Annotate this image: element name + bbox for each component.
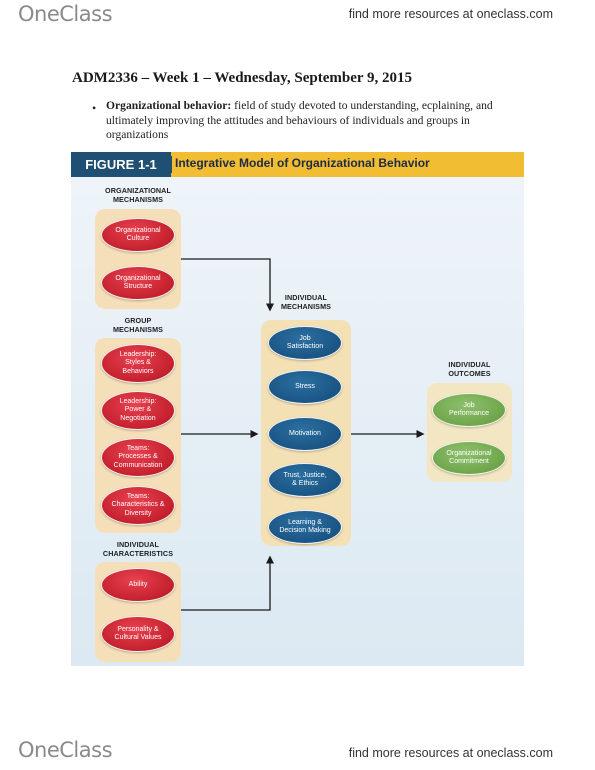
oval-job-performance: Job Performance — [432, 393, 506, 427]
oneclass-logo-footer: OneClass — [18, 738, 113, 762]
figure-tag: FIGURE 1-1 — [71, 152, 171, 177]
label-individual-mechanisms: INDIVIDUAL MECHANISMS — [280, 293, 332, 311]
arrow-characteristics-to-mechanisms — [181, 555, 274, 611]
oval-motivation: Motivation — [268, 417, 342, 451]
figure-header: FIGURE 1-1 Integrative Model of Organiza… — [71, 152, 524, 177]
oval-job-satisfaction: Job Satisfaction — [268, 326, 342, 360]
figure-integrative-model: FIGURE 1-1 Integrative Model of Organiza… — [71, 152, 524, 666]
bullet-marker: • — [92, 101, 97, 115]
oneclass-logo: OneClass — [18, 2, 113, 26]
oval-ability: Ability — [101, 568, 175, 602]
bullet-term: Organizational behavior: — [106, 99, 232, 112]
document-title: ADM2336 – Week 1 – Wednesday, September … — [72, 70, 413, 86]
label-organizational-mechanisms: ORGANIZATIONAL MECHANISMS — [105, 186, 171, 204]
flow-arrows — [181, 258, 425, 611]
oval-leadership-styles: Leadership: Styles & Behaviors — [101, 344, 175, 383]
oval-organizational-structure: Organizational Structure — [101, 266, 175, 300]
footer-tagline: find more resources at oneclass.com — [348, 746, 553, 760]
oval-teams-characteristics: Teams: Characteristics & Diversity — [101, 486, 175, 525]
label-group-mechanisms: GROUP MECHANISMS — [112, 316, 164, 334]
figure-title: Integrative Model of Organizational Beha… — [175, 156, 430, 170]
header-tagline: find more resources at oneclass.com — [348, 7, 553, 21]
oval-trust-justice-ethics: Trust, Justice, & Ethics — [268, 463, 342, 497]
bullet-paragraph: Organizational behavior: field of study … — [106, 99, 526, 143]
oval-organizational-culture: Organizational Culture — [101, 218, 175, 252]
figure-title-separator — [171, 156, 172, 173]
oval-organizational-commitment: Organizational Commitment — [432, 441, 506, 475]
bullet-definition: field of study devoted to understanding,… — [106, 99, 493, 141]
oval-learning-decision-making: Learning & Decision Making — [268, 510, 342, 544]
oval-personality: Personality & Cultural Values — [101, 616, 175, 652]
oval-teams-processes: Teams: Processes & Communication — [101, 438, 175, 477]
arrow-organizational-to-mechanisms — [181, 258, 274, 312]
oval-leadership-power: Leadership: Power & Negotiation — [101, 391, 175, 430]
label-individual-outcomes: INDIVIDUAL OUTCOMES — [448, 360, 491, 378]
label-individual-characteristics: INDIVIDUAL CHARACTERISTICS — [102, 540, 174, 558]
oval-stress: Stress — [268, 370, 342, 404]
